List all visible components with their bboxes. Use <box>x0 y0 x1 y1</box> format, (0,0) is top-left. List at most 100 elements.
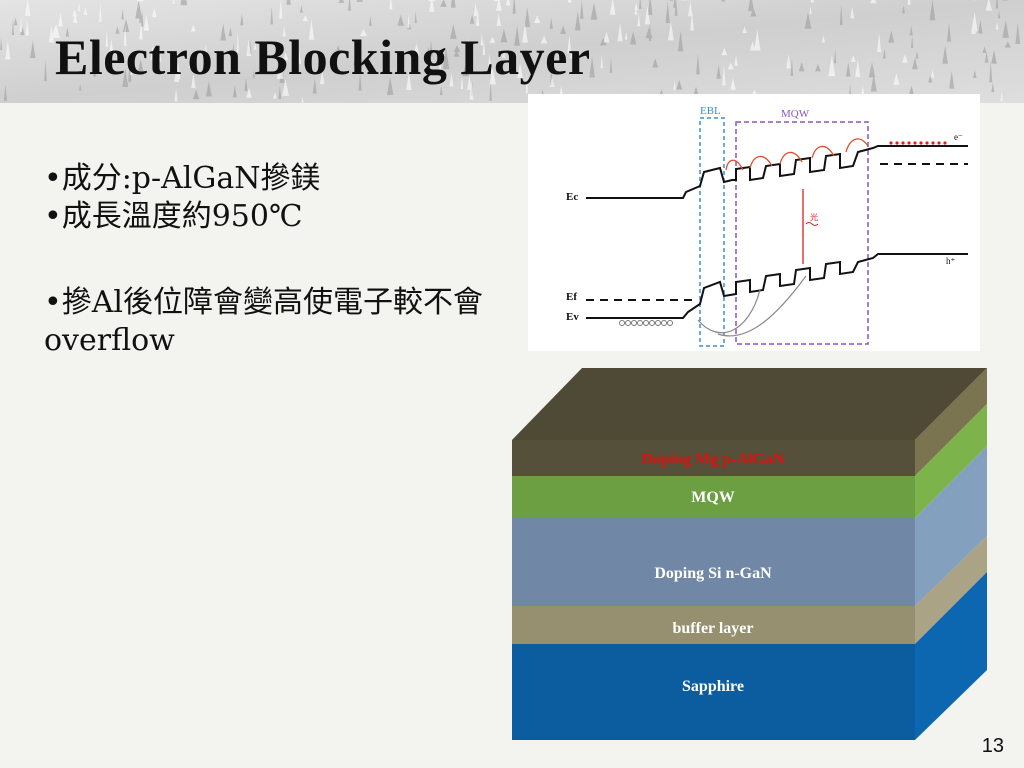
header-shard <box>665 1 670 24</box>
header-shard <box>721 47 728 56</box>
header-shard <box>748 0 754 12</box>
header-shard <box>754 29 761 51</box>
header-shard <box>204 43 208 55</box>
layer-sapphire <box>512 644 915 740</box>
slide-title: Electron Blocking Layer <box>55 29 591 85</box>
header-shard <box>72 9 78 17</box>
header-shard <box>115 26 120 34</box>
header-shard <box>278 85 282 99</box>
header-shard <box>180 0 188 6</box>
header-shard <box>888 30 895 43</box>
header-shard <box>637 13 641 27</box>
header-shard <box>386 76 394 96</box>
header-shard <box>500 28 508 43</box>
header-shard <box>338 0 345 3</box>
header-shard <box>426 45 430 56</box>
header-shard <box>252 70 255 78</box>
header-shard <box>517 62 524 79</box>
header-shard <box>648 21 652 41</box>
header-shard <box>467 36 470 57</box>
header-shard <box>159 53 162 62</box>
header-shard <box>143 14 150 31</box>
header-shard <box>580 0 584 19</box>
header-shard <box>460 75 464 89</box>
header-shard <box>522 23 528 43</box>
header-shard <box>549 76 555 87</box>
header-shard <box>462 64 469 77</box>
header-shard <box>13 17 18 26</box>
conduction-band-line <box>586 145 968 199</box>
header-shard <box>353 57 360 73</box>
header-shard <box>414 10 417 23</box>
header-shard <box>259 41 265 49</box>
ec-label: Ec <box>566 191 578 203</box>
header-shard <box>734 55 738 66</box>
layer-p-algan-side <box>915 368 987 476</box>
header-shard <box>440 0 447 7</box>
header-shard <box>48 25 55 43</box>
header-shard <box>301 96 304 103</box>
light-label: 光 <box>810 212 818 222</box>
header-shard <box>902 54 908 63</box>
header-shard <box>549 17 553 29</box>
layer-buffer-side <box>915 536 987 644</box>
header-shard <box>972 70 977 78</box>
header-shard <box>308 19 315 40</box>
header-shard <box>429 0 435 12</box>
header-shard <box>750 8 757 17</box>
header-shard <box>30 40 36 59</box>
header-shard <box>136 0 144 2</box>
header-shard <box>638 0 642 9</box>
header-shard <box>567 0 572 3</box>
header-shard <box>232 42 235 59</box>
header-shard <box>870 72 877 92</box>
header-shard <box>722 63 726 86</box>
header-shard <box>406 72 412 91</box>
header-shard <box>855 59 861 77</box>
header-shard <box>634 2 638 11</box>
header-shard <box>978 20 983 34</box>
ef-label: Ef <box>566 291 577 303</box>
header-shard <box>246 39 252 56</box>
bullet-item: •成長溫度約950℃ <box>44 199 303 234</box>
layer-sapphire-side <box>915 572 987 740</box>
header-shard <box>152 6 157 18</box>
header-shard <box>696 53 700 75</box>
header-shard <box>220 23 227 41</box>
header-shard <box>786 54 791 69</box>
header-shard <box>991 82 995 93</box>
header-shard <box>850 6 855 19</box>
header-shard <box>1000 91 1003 102</box>
header-shard <box>690 11 694 31</box>
header-shard <box>629 31 637 45</box>
header-shard <box>1004 41 1011 48</box>
header-shard <box>3 84 8 101</box>
header-shard <box>24 0 31 16</box>
header-shard <box>667 22 674 41</box>
header-shard <box>998 10 1001 19</box>
header-shard <box>296 49 302 64</box>
header-shard <box>130 55 133 76</box>
header-shard <box>877 33 882 53</box>
header-shard <box>985 0 993 11</box>
header-shard <box>397 14 405 26</box>
header-shard <box>360 28 367 37</box>
header-shard <box>11 17 15 36</box>
header-shard <box>286 0 291 5</box>
header-shard <box>172 0 175 4</box>
header-shard <box>190 24 196 32</box>
header-shard <box>488 53 492 68</box>
header-shard <box>121 8 124 20</box>
header-shard <box>282 52 289 61</box>
header-shard <box>135 0 142 19</box>
header-shard <box>236 30 239 53</box>
header-shard <box>407 12 410 28</box>
header-shard <box>109 38 113 52</box>
header-shard <box>567 34 572 54</box>
header-shard <box>589 56 595 78</box>
header-shard <box>5 41 11 60</box>
header-shard <box>140 9 144 27</box>
header-shard <box>188 58 195 68</box>
electrons-row <box>889 141 947 145</box>
header-shard <box>20 26 25 36</box>
